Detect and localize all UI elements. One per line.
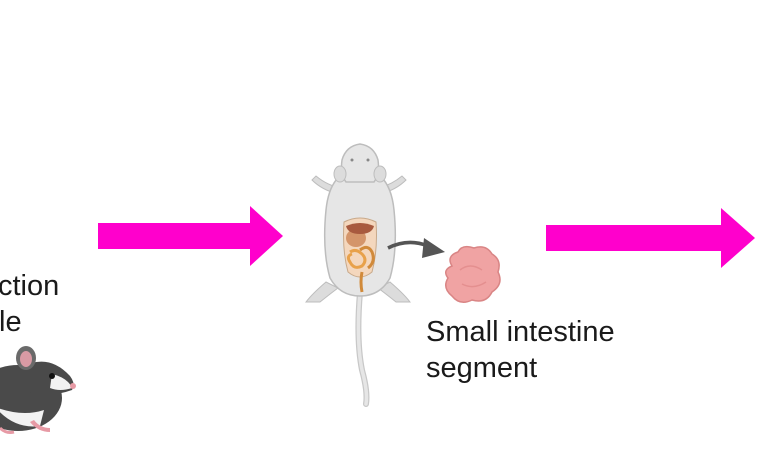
left-arrow (98, 206, 283, 266)
intestine-segment-icon (445, 245, 501, 303)
left-caption-line2: le (0, 306, 22, 338)
intestine-caption-line1: Small intestine (426, 316, 615, 348)
left-caption: ction le (0, 268, 59, 340)
intestine-caption: Small intestine segment (426, 314, 615, 386)
left-caption-line1: ction (0, 270, 60, 302)
rat-icon (0, 346, 76, 434)
right-arrow (546, 208, 755, 268)
dissected-mouse-icon (304, 143, 412, 407)
intestine-caption-line2: segment (426, 352, 538, 384)
extraction-arrow (387, 238, 445, 258)
